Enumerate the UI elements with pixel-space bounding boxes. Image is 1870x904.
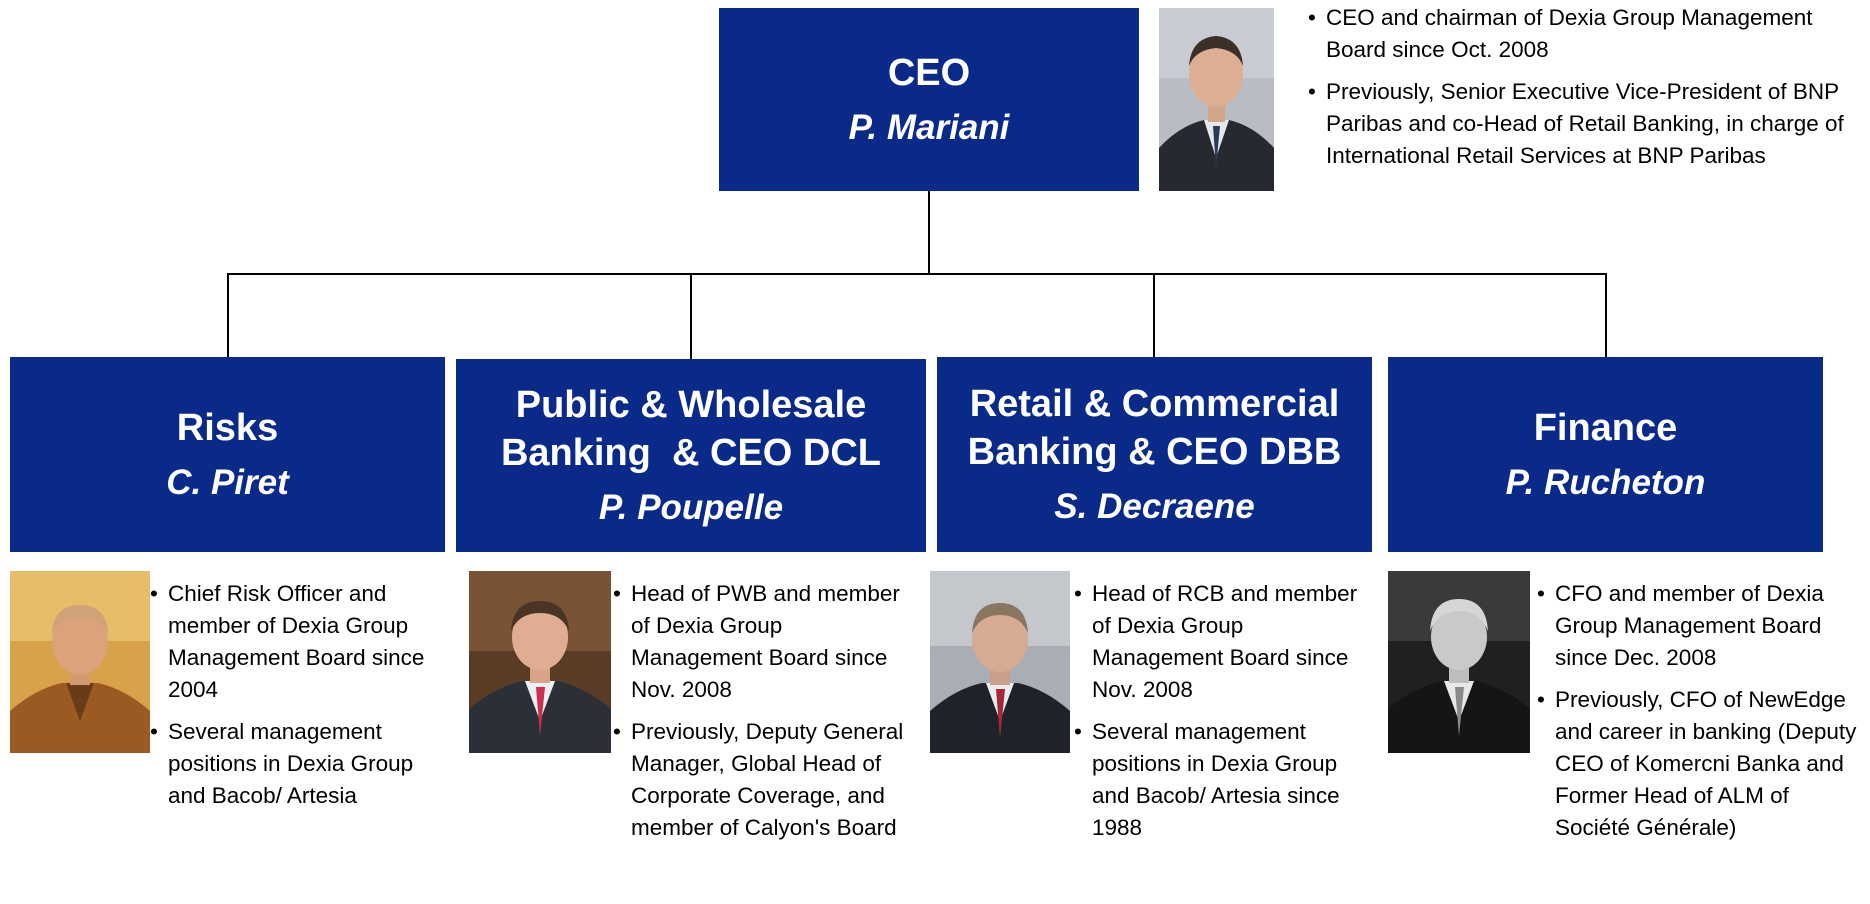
rcb-bio: Head of RCB and member of Dexia Group Ma…	[1072, 578, 1377, 854]
pwb-box: Public & Wholesale Banking & CEO DCL P. …	[456, 359, 926, 552]
rcb-box: Retail & Commercial Banking & CEO DBB S.…	[937, 357, 1372, 552]
ceo-bio-item: Previously, Senior Executive Vice-Presid…	[1306, 76, 1866, 172]
finance-bio: CFO and member of Dexia Group Management…	[1535, 578, 1865, 854]
pwb-role-line: Public & Wholesale	[515, 383, 867, 426]
ceo-connector-vertical	[928, 191, 930, 274]
ceo-role: CEO	[887, 51, 971, 94]
rcb-photo	[930, 571, 1070, 753]
finance-box: Finance P. Rucheton	[1388, 357, 1823, 552]
risks-bio-item: Several management positions in Dexia Gr…	[148, 716, 448, 812]
rcb-role-line: Retail & Commercial	[969, 382, 1340, 425]
ceo-photo	[1159, 8, 1274, 191]
risks-bio-item: Chief Risk Officer and member of Dexia G…	[148, 578, 448, 706]
finance-photo	[1388, 571, 1530, 753]
connector-risks	[227, 273, 229, 357]
pwb-bio-item: Previously, Deputy General Manager, Glob…	[611, 716, 916, 844]
pwb-bio: Head of PWB and member of Dexia Group Ma…	[611, 578, 916, 854]
finance-bio-item: CFO and member of Dexia Group Management…	[1535, 578, 1865, 674]
pwb-photo	[469, 571, 611, 753]
rcb-role-line: Banking & CEO DBB	[967, 430, 1342, 473]
finance-role: Finance	[1533, 406, 1678, 449]
finance-name: P. Rucheton	[1505, 462, 1706, 502]
risks-name: C. Piret	[166, 462, 289, 502]
pwb-bio-item: Head of PWB and member of Dexia Group Ma…	[611, 578, 916, 706]
pwb-role-line: Banking & CEO DCL	[500, 431, 882, 474]
ceo-bio-item: CEO and chairman of Dexia Group Manageme…	[1306, 2, 1866, 66]
ceo-box: CEO P. Mariani	[719, 8, 1139, 191]
risks-role: Risks	[176, 406, 279, 449]
rcb-bio-item: Several management positions in Dexia Gr…	[1072, 716, 1377, 844]
risks-bio: Chief Risk Officer and member of Dexia G…	[148, 578, 448, 822]
finance-bio-item: Previously, CFO of NewEdge and career in…	[1535, 684, 1865, 844]
connector-horizontal	[227, 273, 1606, 275]
pwb-name: P. Poupelle	[598, 487, 784, 527]
ceo-name: P. Mariani	[848, 107, 1010, 147]
ceo-bio: CEO and chairman of Dexia Group Manageme…	[1306, 2, 1866, 182]
rcb-name: S. Decraene	[1054, 486, 1255, 526]
risks-photo	[10, 571, 150, 753]
rcb-bio-item: Head of RCB and member of Dexia Group Ma…	[1072, 578, 1377, 706]
connector-pwb	[690, 273, 692, 359]
risks-box: Risks C. Piret	[10, 357, 445, 552]
connector-finance	[1605, 273, 1607, 357]
connector-rcb	[1153, 273, 1155, 357]
